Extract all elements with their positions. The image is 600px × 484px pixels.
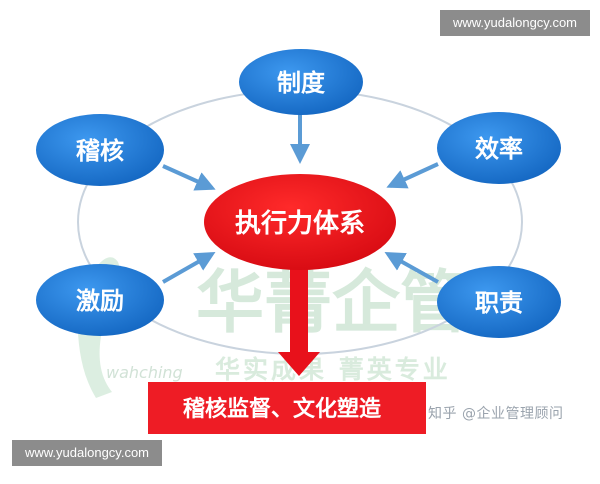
arrow-right-upper — [386, 162, 439, 189]
center-node-label: 执行力体系 — [235, 208, 365, 239]
output-arrow-shaft — [290, 266, 308, 352]
background-watermark: 华菁企管 wahching 华实成果 菁英专业 — [77, 257, 468, 398]
watermark-latin: wahching — [106, 363, 183, 382]
arrow-left-lower — [162, 252, 216, 284]
center-node: 执行力体系 — [204, 174, 396, 270]
arrow-right-lower — [384, 252, 439, 284]
node-right-lower: 职责 — [437, 266, 561, 338]
watermark-brand: 华菁企管 — [196, 264, 468, 343]
output-arrow-head — [278, 352, 320, 376]
node-right-upper: 效率 — [437, 112, 561, 184]
node-top: 制度 — [239, 49, 363, 115]
url-watermark-bottom: www.yudalongcy.com — [12, 440, 162, 466]
result-banner-label: 稽核监督、文化塑造 — [183, 396, 381, 422]
node-right-upper-label: 效率 — [475, 135, 523, 163]
node-left-upper-label: 稽核 — [76, 137, 124, 165]
node-right-lower-label: 职责 — [475, 289, 523, 317]
node-left-lower: 激励 — [36, 264, 164, 336]
node-left-upper: 稽核 — [36, 114, 164, 186]
node-top-label: 制度 — [277, 69, 326, 97]
node-left-lower-label: 激励 — [76, 287, 124, 315]
output-arrow — [278, 266, 320, 376]
arrow-left-upper — [162, 164, 216, 191]
input-arrows — [162, 112, 439, 284]
result-banner: 稽核监督、文化塑造 — [148, 382, 426, 434]
url-watermark-top: www.yudalongcy.com — [440, 10, 590, 36]
source-credit: 知乎 @企业管理顾问 — [428, 406, 564, 422]
watermark-slogan: 华实成果 菁英专业 — [215, 355, 451, 384]
